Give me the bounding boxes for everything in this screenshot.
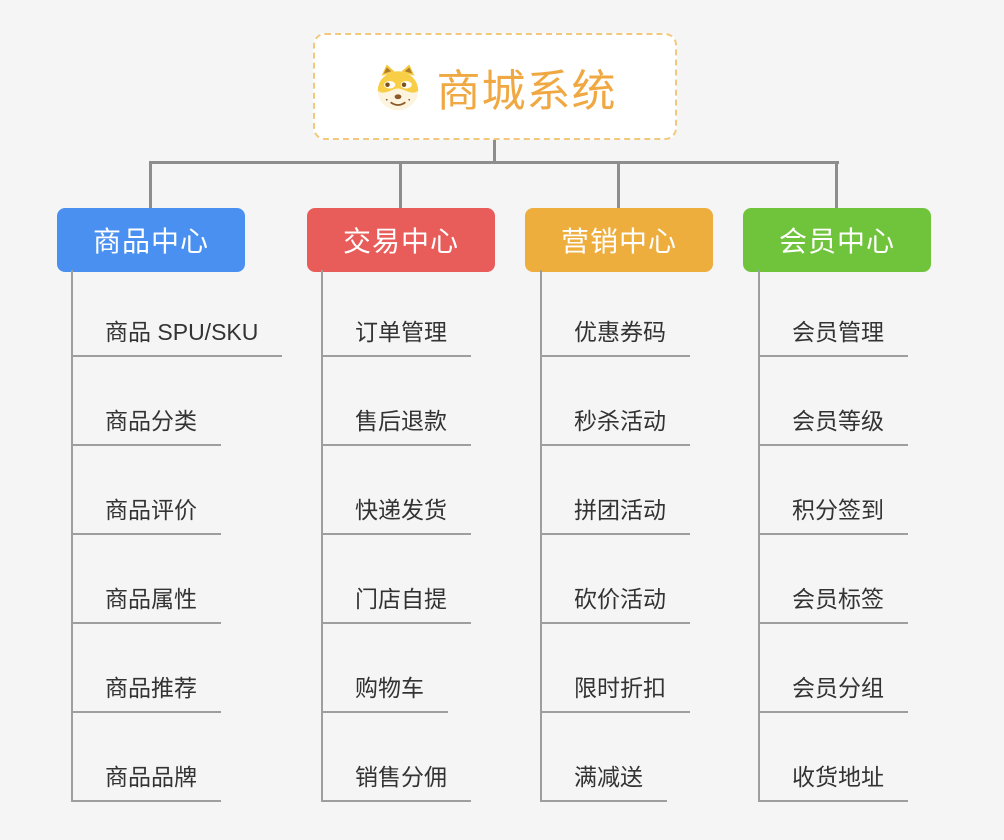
leaf-node[interactable]: 会员等级 bbox=[758, 406, 908, 446]
branch-label: 会员中心 bbox=[778, 226, 895, 257]
connector-drop-product bbox=[149, 161, 152, 208]
connector-drop-trade bbox=[399, 161, 402, 208]
leaf-node[interactable]: 收货地址 bbox=[758, 762, 908, 802]
leaf-node[interactable]: 订单管理 bbox=[321, 317, 471, 357]
connector-root-stub bbox=[493, 140, 496, 163]
leaf-node[interactable]: 商品 SPU/SKU bbox=[71, 317, 283, 357]
branch-node-member-center[interactable]: 会员中心 bbox=[743, 208, 931, 272]
leaf-node[interactable]: 限时折扣 bbox=[540, 673, 690, 713]
leaf-node[interactable]: 商品评价 bbox=[71, 495, 221, 535]
leaf-node[interactable]: 商品品牌 bbox=[71, 762, 221, 802]
spine-marketing-center bbox=[540, 270, 542, 802]
branch-node-product-center[interactable]: 商品中心 bbox=[57, 208, 245, 272]
branch-label: 营销中心 bbox=[560, 226, 677, 257]
leaf-node[interactable]: 优惠券码 bbox=[540, 317, 690, 357]
leaf-node[interactable]: 砍价活动 bbox=[540, 584, 690, 624]
leaf-node[interactable]: 商品属性 bbox=[71, 584, 221, 624]
leaf-node[interactable]: 拼团活动 bbox=[540, 495, 690, 535]
spine-member-center bbox=[758, 270, 760, 802]
leaf-node[interactable]: 会员分组 bbox=[758, 673, 908, 713]
spine-trade-center bbox=[321, 270, 323, 802]
leaf-node[interactable]: 积分签到 bbox=[758, 495, 908, 535]
branch-node-marketing-center[interactable]: 营销中心 bbox=[525, 208, 713, 272]
branch-label: 交易中心 bbox=[342, 226, 459, 257]
leaf-node[interactable]: 秒杀活动 bbox=[540, 406, 690, 446]
leaf-node[interactable]: 会员标签 bbox=[758, 584, 908, 624]
spine-product-center bbox=[71, 270, 73, 802]
branch-node-trade-center[interactable]: 交易中心 bbox=[307, 208, 495, 272]
leaf-node[interactable]: 快递发货 bbox=[321, 495, 471, 535]
leaf-node[interactable]: 销售分佣 bbox=[321, 762, 471, 802]
leaf-node[interactable]: 售后退款 bbox=[321, 406, 471, 446]
branch-label: 商品中心 bbox=[92, 226, 209, 257]
leaf-node[interactable]: 商品推荐 bbox=[71, 673, 221, 713]
leaf-node[interactable]: 满减送 bbox=[540, 762, 667, 802]
leaf-node[interactable]: 会员管理 bbox=[758, 317, 908, 357]
connector-drop-member bbox=[835, 161, 838, 208]
connector-bus bbox=[149, 161, 839, 164]
leaf-node[interactable]: 购物车 bbox=[321, 673, 448, 713]
leaf-node[interactable]: 商品分类 bbox=[71, 406, 221, 446]
leaf-node[interactable]: 门店自提 bbox=[321, 584, 471, 624]
root-node[interactable]: 商城系统 bbox=[313, 33, 677, 140]
root-title: 商城系统 bbox=[436, 66, 617, 116]
connector-drop-marketing bbox=[617, 161, 620, 208]
doge-icon bbox=[374, 61, 422, 113]
